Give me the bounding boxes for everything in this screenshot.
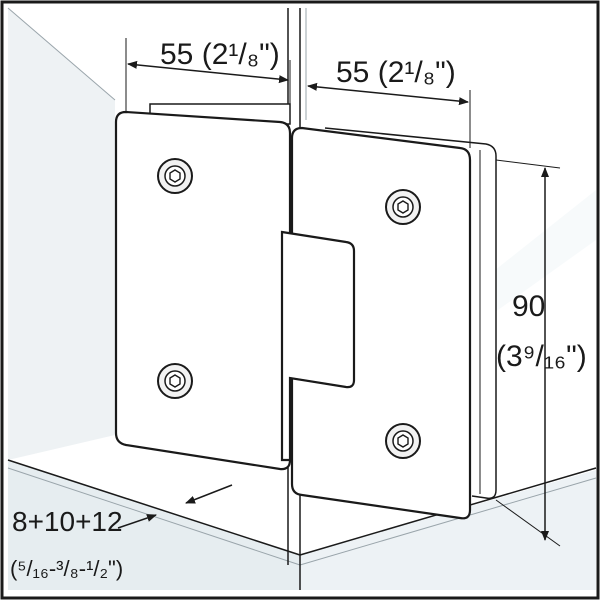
left-hinge-plate bbox=[114, 110, 292, 471]
hinge-knuckle bbox=[280, 230, 356, 462]
left-wall-edge bbox=[7, 459, 301, 556]
glass-thickness-mm-label: 8+10+12 bbox=[12, 506, 123, 537]
glass-top-edge bbox=[7, 7, 116, 101]
right-width-label: 55 (2¹/₈") bbox=[336, 56, 456, 89]
thickness-arrow-upper bbox=[185, 484, 233, 504]
hex-socket-screw-icon bbox=[169, 374, 181, 388]
knuckle-lower-edge bbox=[289, 377, 347, 388]
thickness-arrow-lower bbox=[117, 514, 157, 529]
screw-top-right bbox=[385, 189, 421, 225]
height-mm-label: 90 bbox=[512, 290, 546, 323]
glass-sheen bbox=[470, 190, 596, 330]
hex-socket-screw-icon bbox=[397, 434, 409, 448]
left-width-dim-line bbox=[127, 60, 289, 84]
right-hinge-plate bbox=[290, 126, 472, 520]
screw-top-left bbox=[157, 158, 193, 194]
left-width-label: 55 (2¹/₈") bbox=[160, 38, 280, 71]
screw-bottom-left bbox=[157, 363, 193, 399]
height-in-label: (3⁹/₁₆") bbox=[496, 340, 587, 373]
glass-thickness-in-label: (⁵/₁₆-³/₈-¹/₂") bbox=[10, 556, 124, 581]
screw-bottom-right bbox=[385, 423, 421, 459]
hex-socket-screw-icon bbox=[169, 169, 181, 183]
height-ext-1 bbox=[495, 159, 561, 169]
hex-socket-screw-icon bbox=[397, 200, 409, 214]
height-ext-2 bbox=[495, 499, 561, 547]
left-wall-panel bbox=[8, 8, 115, 460]
right-width-dim-line bbox=[307, 82, 469, 106]
